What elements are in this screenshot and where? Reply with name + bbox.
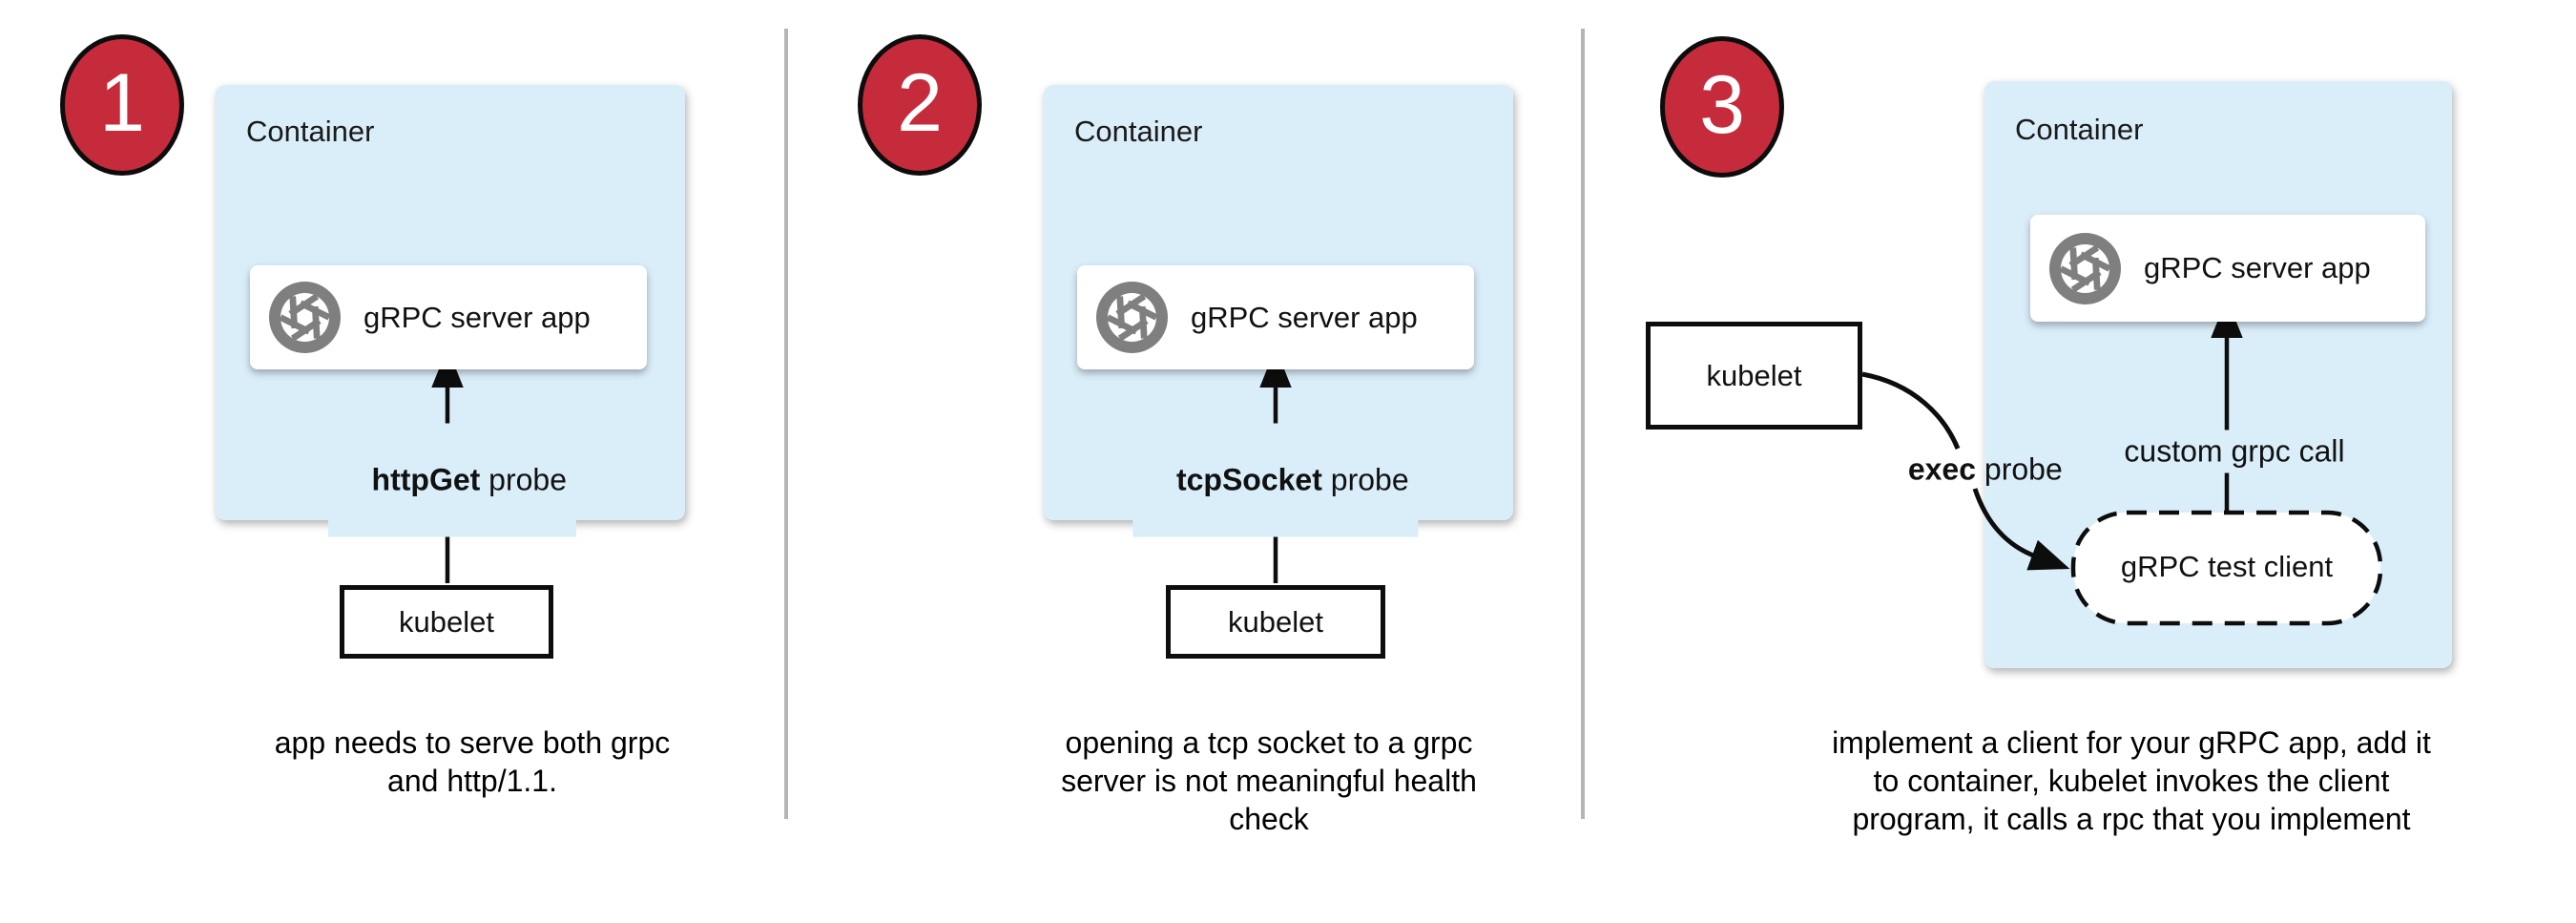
aperture-icon — [2049, 232, 2121, 304]
step-badge-3: 3 — [1660, 36, 1784, 178]
kubelet-label: kubelet — [1706, 358, 1802, 392]
test-client-label: gRPC test client — [2120, 550, 2334, 583]
container-label-1: Container — [246, 115, 375, 148]
aperture-icon — [269, 282, 341, 353]
probe-kind: exec — [1907, 451, 1977, 487]
grpc-server-app-box-2: gRPC server app — [1077, 265, 1474, 369]
step-number-2: 2 — [897, 57, 943, 149]
exec-curve-upper — [1861, 371, 1961, 450]
grpc-server-app-label: gRPC server app — [364, 300, 591, 334]
kubelet-label: kubelet — [1228, 604, 1323, 639]
test-client-box — [2070, 510, 2383, 626]
grpc-server-app-label: gRPC server app — [1191, 300, 1418, 334]
container-label-3: Container — [2015, 113, 2144, 146]
probe-label-1: httpGet probe — [327, 423, 577, 537]
probe-kind: tcpSocket — [1175, 462, 1322, 497]
kubelet-box-3: kubelet — [1646, 322, 1862, 430]
probe-label-3: exec probe — [1874, 417, 2063, 523]
custom-grpc-call-label: custom grpc call — [2114, 430, 2355, 473]
caption-3: implement a client for your gRPC app, ad… — [1832, 725, 2431, 836]
step-number-3: 3 — [1699, 59, 1745, 151]
caption-2: opening a tcp socket to a grpc server is… — [1061, 725, 1477, 836]
container-label-2: Container — [1074, 115, 1203, 148]
caption-1: app needs to serve both grpc and http/1.… — [274, 725, 671, 798]
grpc-server-app-box-3: gRPC server app — [2030, 215, 2425, 322]
kubelet-box-1: kubelet — [340, 585, 553, 659]
step-number-1: 1 — [99, 57, 145, 149]
probe-word: probe — [1321, 462, 1409, 497]
step-badge-1: 1 — [60, 34, 184, 176]
exec-curve-lower — [1972, 488, 2070, 571]
kubelet-box-2: kubelet — [1166, 585, 1385, 659]
probe-word: probe — [480, 462, 568, 497]
probe-kind: httpGet — [371, 462, 481, 497]
step-badge-2: 2 — [858, 34, 982, 176]
aperture-icon — [1096, 282, 1168, 353]
grpc-server-app-label: gRPC server app — [2144, 251, 2371, 284]
probe-word: probe — [1976, 451, 2063, 487]
probe-label-2: tcpSocket probe — [1132, 423, 1419, 537]
kubelet-label: kubelet — [399, 604, 494, 639]
grpc-server-app-box-1: gRPC server app — [250, 265, 647, 369]
